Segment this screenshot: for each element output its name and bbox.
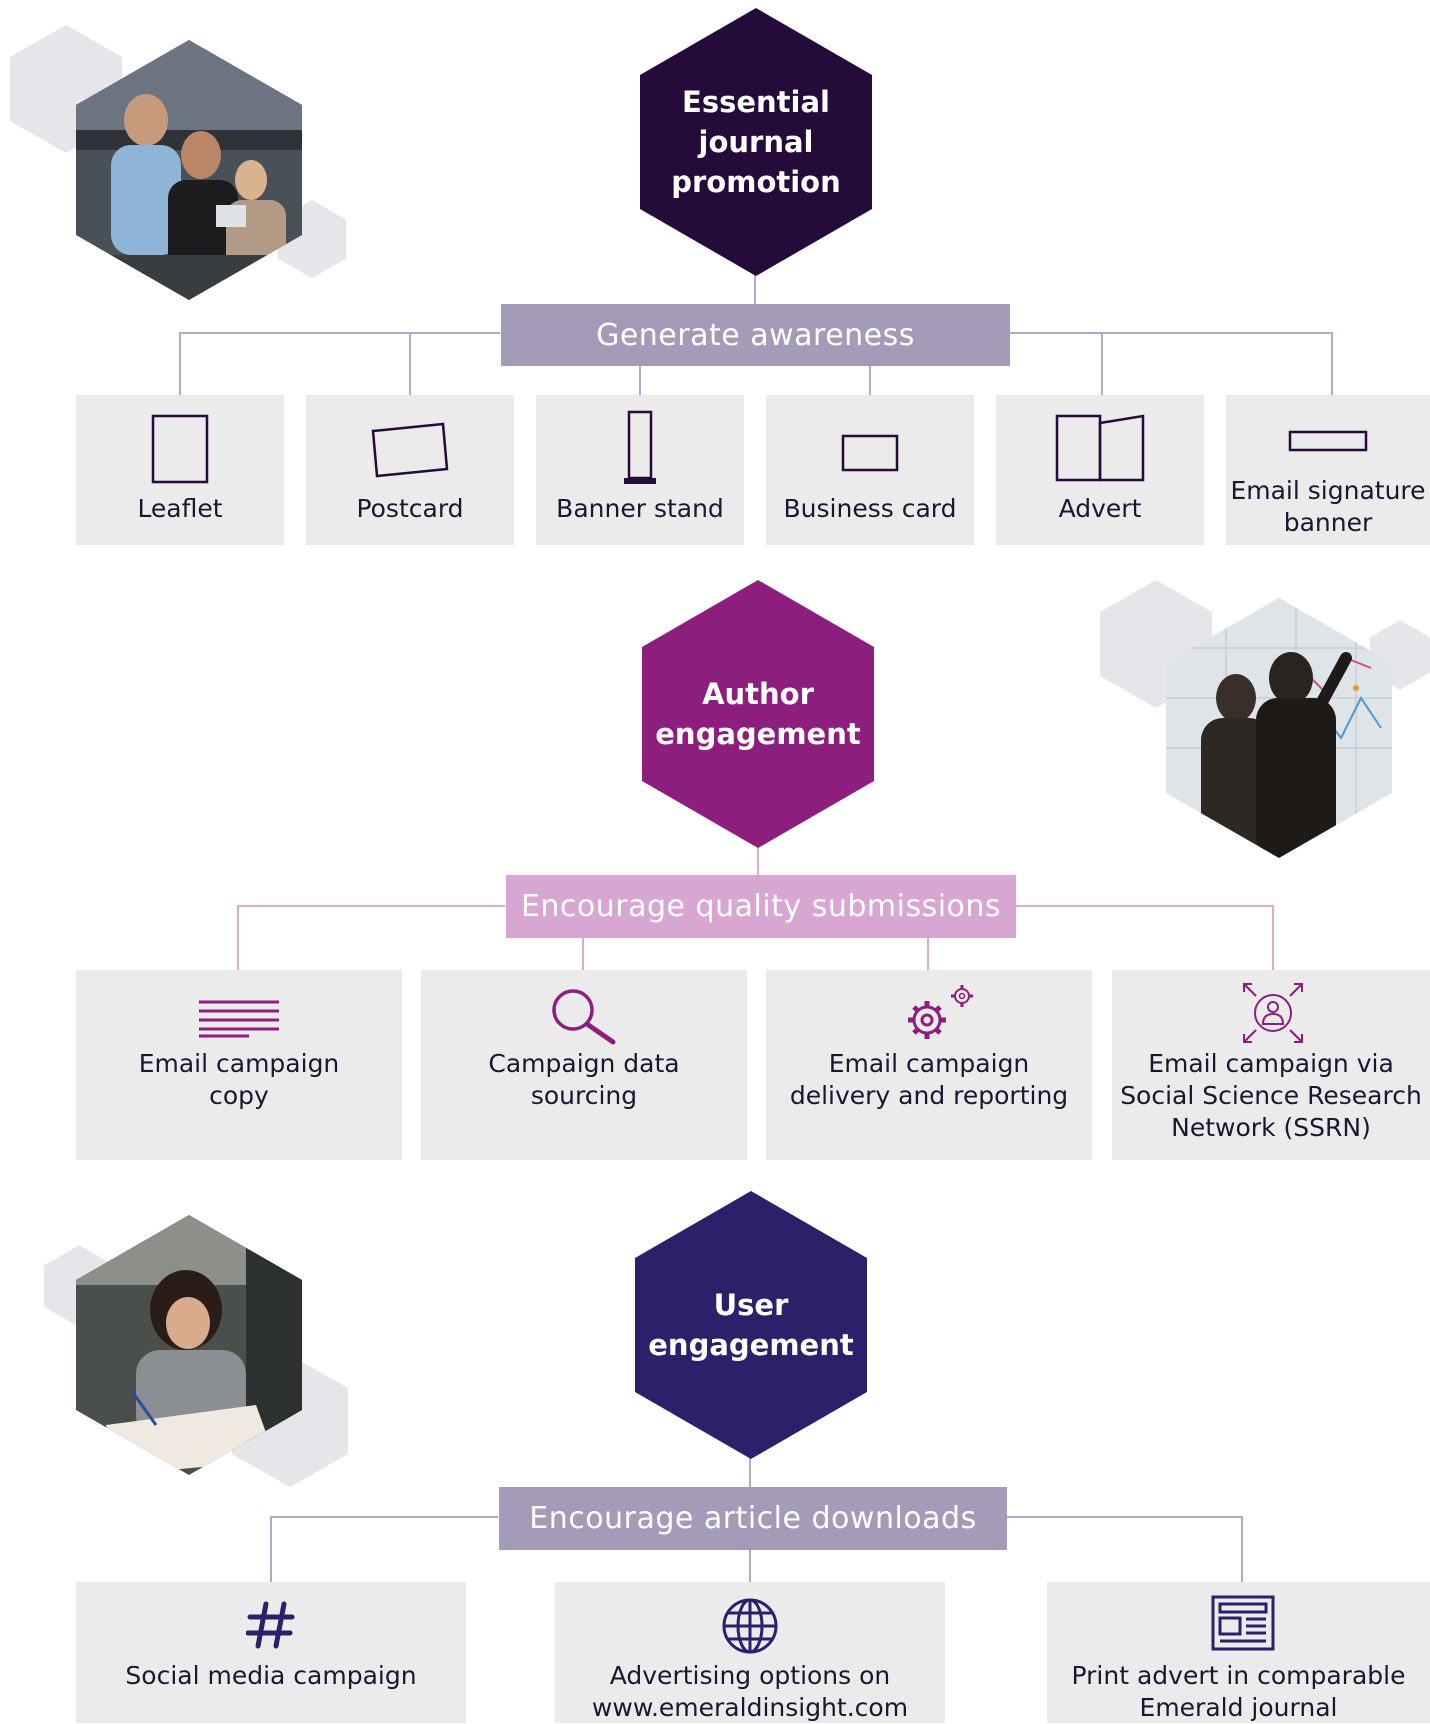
- magnifier-icon: [552, 989, 616, 1045]
- email-campaign-ssrn-item: Email campaign via Social Science Resear…: [1112, 970, 1430, 1160]
- author-engagement-hexagon: Author engagement: [642, 580, 874, 848]
- encourage-article-downloads-bar: Encourage article downloads: [499, 1487, 1007, 1550]
- item-label-line: Campaign data: [488, 1049, 680, 1078]
- hexagon-title-line: engagement: [648, 1328, 854, 1362]
- item-label: Leaflet: [137, 494, 223, 523]
- encourage-quality-submissions-bar: Encourage quality submissions: [506, 875, 1016, 938]
- advert-icon: [1055, 414, 1145, 482]
- item-label: Advert: [1058, 494, 1142, 523]
- email-banner-icon: [1288, 430, 1368, 452]
- item-label-line: Print advert in comparable: [1071, 1661, 1406, 1690]
- item-label-line: banner: [1283, 508, 1373, 537]
- item-label-line: copy: [209, 1081, 269, 1110]
- advert-item: Advert: [996, 395, 1204, 545]
- item-label-line: Email campaign: [828, 1049, 1030, 1078]
- hexagon-title-line: Essential: [682, 85, 830, 119]
- email-campaign-delivery-item: Email campaign delivery and reporting: [766, 970, 1092, 1160]
- globe-icon: [722, 1598, 778, 1654]
- business-card-item: Business card: [766, 395, 974, 545]
- user-network-icon: [1243, 983, 1303, 1043]
- item-label-line: Social Science Research: [1120, 1081, 1422, 1110]
- email-signature-banner-item: Email signature banner: [1226, 395, 1430, 545]
- item-label-line: Email signature: [1230, 476, 1426, 505]
- hexagon-title-line: Author: [702, 677, 814, 711]
- postcard-icon: [371, 422, 449, 478]
- postcard-item: Postcard: [306, 395, 514, 545]
- generate-awareness-bar: Generate awareness: [501, 304, 1010, 366]
- campaign-data-sourcing-item: Campaign data sourcing: [421, 970, 747, 1160]
- item-label: Banner stand: [556, 494, 724, 523]
- banner-stand-icon: [624, 410, 656, 484]
- gears-icon: [908, 985, 973, 1039]
- item-label-line: Advertising options on: [609, 1661, 891, 1690]
- item-label-line: www.emeraldinsight.com: [591, 1693, 909, 1722]
- hexagon-title-line: promotion: [671, 165, 841, 199]
- email-campaign-copy-item: Email campaign copy: [76, 970, 402, 1160]
- print-advert-item: Print advert in comparable Emerald journ…: [1047, 1582, 1430, 1723]
- essential-journal-promotion-hexagon: Essential journal promotion: [640, 8, 872, 276]
- item-label: Postcard: [356, 494, 464, 523]
- item-label-line: sourcing: [530, 1081, 638, 1110]
- item-label-line: delivery and reporting: [789, 1081, 1069, 1110]
- advertising-options-item: Advertising options on www.emeraldinsigh…: [555, 1582, 945, 1723]
- hexagon-title-line: engagement: [655, 717, 861, 751]
- business-card-icon: [841, 434, 899, 472]
- hexagon-title-line: journal: [698, 125, 814, 159]
- item-label-line: Emerald journal: [1139, 1693, 1338, 1722]
- banner-stand-item: Banner stand: [536, 395, 744, 545]
- leaflet-item: Leaflet: [76, 395, 284, 545]
- item-label: Social media campaign: [125, 1661, 417, 1690]
- text-lines-icon: [199, 1000, 279, 1038]
- item-label-line: Email campaign via: [1148, 1049, 1394, 1078]
- hashtag-icon: [246, 1601, 295, 1649]
- item-label-line: Email campaign: [138, 1049, 340, 1078]
- newspaper-icon: [1211, 1595, 1275, 1651]
- hexagon-title-line: User: [713, 1288, 789, 1322]
- item-label: Business card: [783, 494, 957, 523]
- social-media-campaign-item: Social media campaign: [76, 1582, 466, 1723]
- item-label-line: Network (SSRN): [1171, 1113, 1371, 1142]
- leaflet-icon: [151, 414, 209, 484]
